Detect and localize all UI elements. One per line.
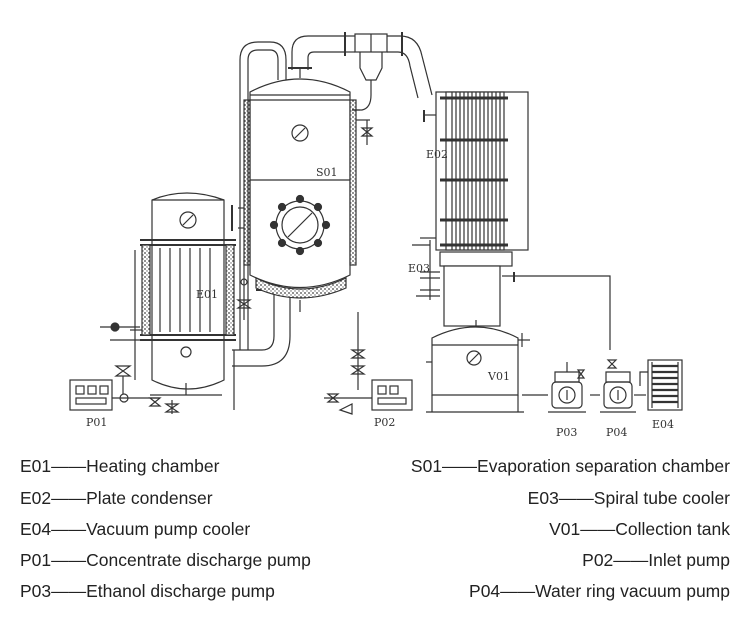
equipment-legend: E01——Heating chamber S01——Evaporation se… [0, 450, 750, 615]
heating-chamber-e01 [100, 192, 236, 396]
legend-item-p01: P01——Concentrate discharge pump [20, 550, 311, 570]
legend-item-e03: E03——Spiral tube cooler [527, 488, 730, 508]
vacuum-line [514, 275, 611, 350]
spiral-cooler-e03 [412, 240, 515, 327]
label-e03: E03 [408, 262, 430, 275]
label-p04: P04 [606, 426, 627, 439]
label-p02: P02 [374, 416, 395, 429]
label-e02: E02 [426, 148, 448, 161]
plate-condenser-e02 [420, 91, 529, 251]
pump-p03 [548, 362, 586, 413]
pump-p02 [324, 312, 413, 415]
collection-tank-v01 [426, 320, 530, 413]
legend-item-p04: P04——Water ring vacuum pump [469, 581, 730, 601]
legend-item-e01: E01——Heating chamber [20, 456, 220, 476]
label-p01: P01 [86, 416, 107, 429]
process-diagram: E01 S01 E02 E03 V01 P01 P02 P03 P04 E04 [69, 32, 683, 439]
legend-item-p03: P03——Ethanol discharge pump [20, 581, 275, 601]
legend-item-v01: V01——Collection tank [549, 519, 730, 539]
legend-item-e02: E02——Plate condenser [20, 488, 213, 508]
label-e01: E01 [196, 288, 218, 301]
vacuum-pump-cooler-e04 [647, 359, 683, 411]
pump-p01 [69, 339, 180, 414]
label-s01: S01 [316, 166, 338, 179]
return-loop-pipe [239, 41, 287, 350]
legend-item-s01: S01——Evaporation separation chamber [410, 456, 730, 476]
legend-item-e04: E04——Vacuum pump cooler [20, 519, 251, 539]
label-e04: E04 [652, 418, 674, 431]
label-v01: V01 [487, 370, 510, 383]
separation-chamber-s01 [243, 67, 370, 312]
legend-item-p02: P02——Inlet pump [582, 550, 730, 570]
vapour-line [291, 32, 433, 145]
label-p03: P03 [556, 426, 577, 439]
pump-p04 [600, 359, 636, 413]
